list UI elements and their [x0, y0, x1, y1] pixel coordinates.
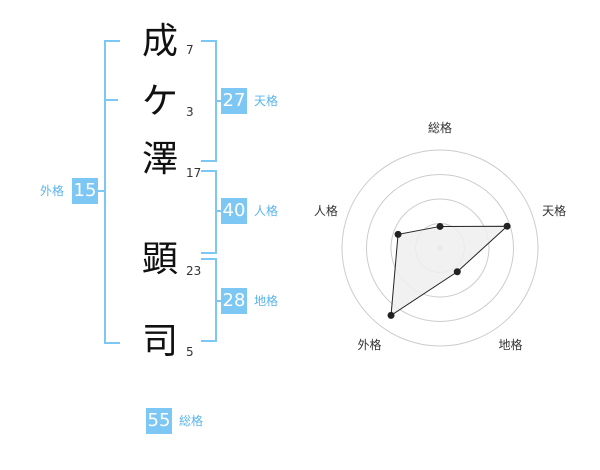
radar-point-5: [394, 230, 402, 238]
chikaku-value: 28: [221, 288, 247, 314]
stroke-count-1: 7: [186, 43, 194, 57]
gaikaku-bracket-tick: [106, 99, 118, 101]
radar-ring: [341, 149, 539, 347]
radar-axis-label-4: 外格: [357, 337, 381, 352]
gaikaku-label: 外格: [40, 184, 65, 198]
radar-point-3: [453, 268, 461, 276]
tenkaku-value: 27: [221, 88, 247, 114]
gaikaku-value: 15: [72, 178, 98, 204]
radar-point-4: [387, 311, 395, 319]
name-char-2: ケ: [141, 81, 178, 122]
stroke-count-3: 17: [186, 166, 202, 180]
radar-ring: [366, 174, 514, 322]
radar-axis-label-5: 人格: [314, 203, 338, 218]
radar-shape: [387, 222, 511, 319]
gaikaku-bracket: [104, 40, 120, 344]
name-char-1: 成: [141, 21, 178, 62]
radar-axis-label-3: 地格: [499, 337, 523, 352]
radar-point-2: [503, 222, 511, 230]
tenkaku-label: 天格: [254, 94, 279, 108]
jinkaku-bracket: [201, 170, 217, 254]
stroke-count-4: 23: [186, 264, 202, 278]
radar-point-1: [436, 222, 444, 230]
chikaku-connector: [215, 300, 221, 302]
radar-axis-label-2: 天格: [542, 203, 566, 218]
name-char-4: 顕: [141, 239, 178, 280]
jinkaku-label: 人格: [254, 204, 279, 218]
gaikaku-connector: [98, 190, 104, 192]
stroke-count-5: 5: [186, 345, 194, 359]
chikaku-label: 地格: [254, 294, 279, 308]
radar-polygon: [390, 225, 509, 317]
radar-axis-label-1: 総格: [428, 120, 452, 135]
radar-ring: [390, 198, 490, 298]
soukaku-label: 総格: [179, 414, 204, 428]
jinkaku-connector: [215, 210, 221, 212]
soukaku-value: 55: [146, 408, 172, 434]
stroke-count-2: 3: [186, 105, 194, 119]
tenkaku-connector: [215, 100, 221, 102]
jinkaku-value: 40: [221, 198, 247, 224]
name-char-3: 澤: [141, 139, 178, 180]
name-char-5: 司: [141, 321, 178, 362]
